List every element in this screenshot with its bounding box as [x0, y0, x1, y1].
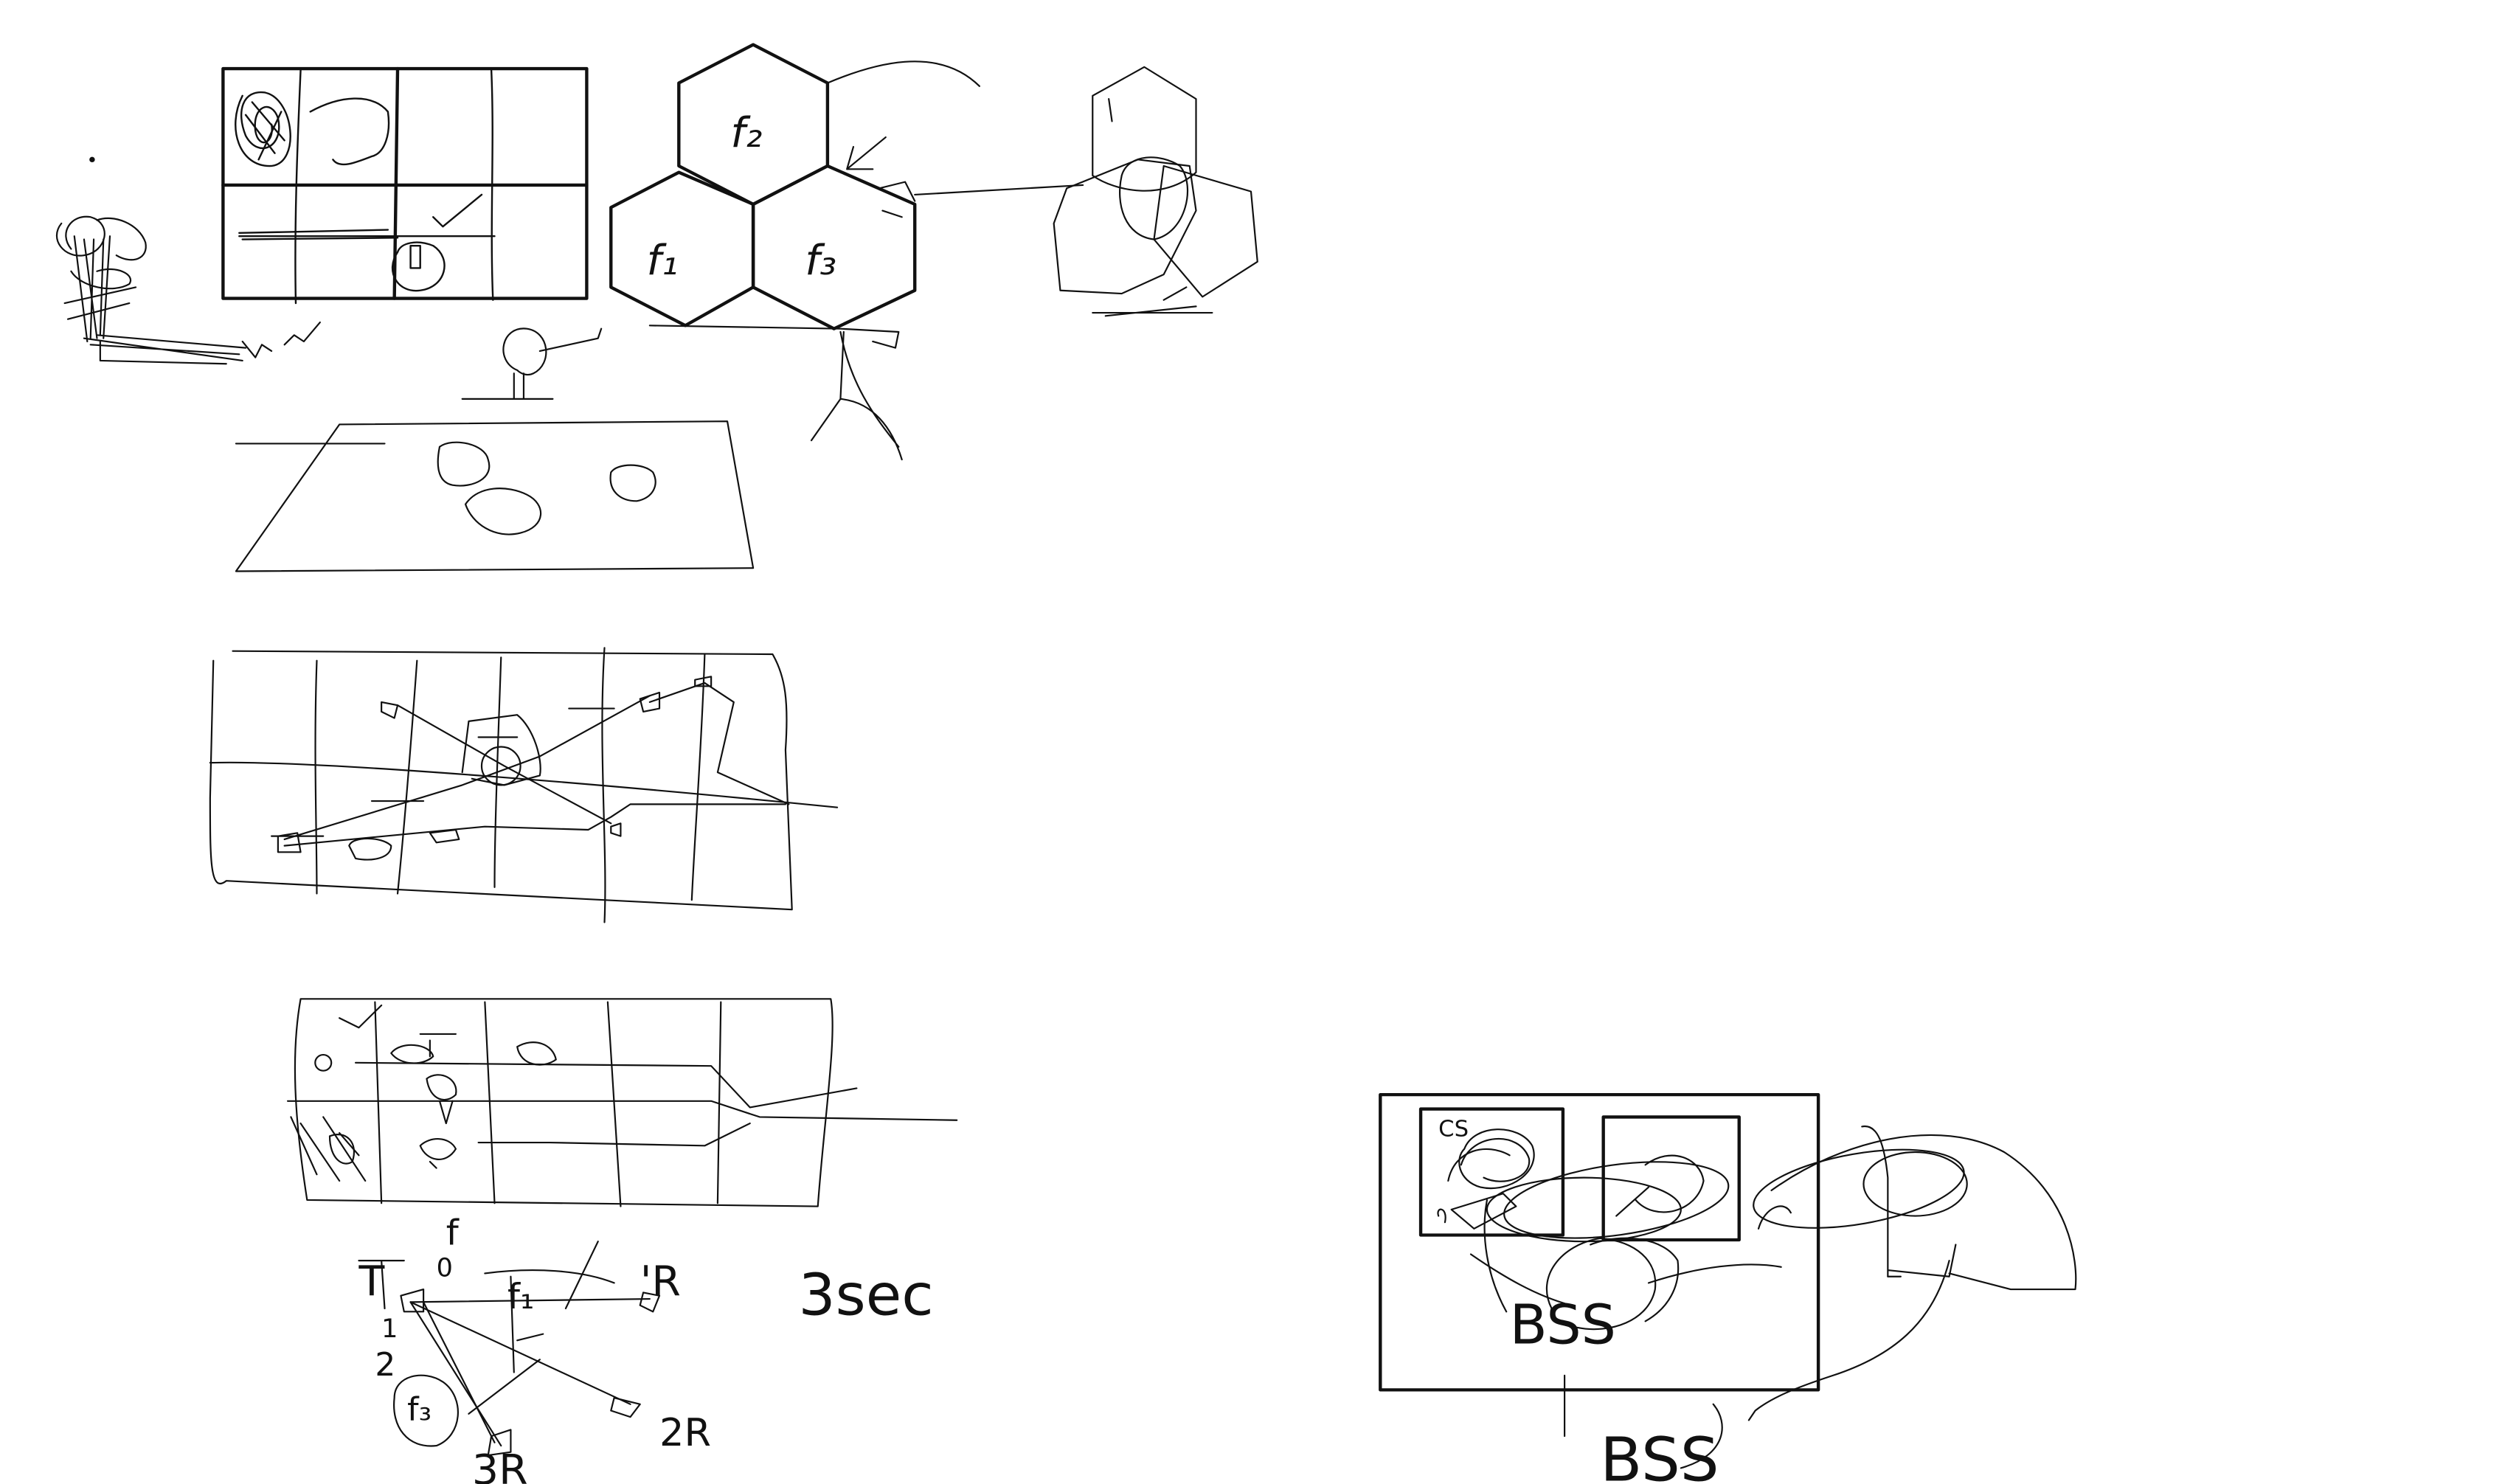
grid-node-box — [409, 244, 421, 269]
timing-1-label: 1 — [381, 1314, 398, 1344]
timing-diagram — [358, 1241, 661, 1457]
cs-label: CS — [1438, 1117, 1469, 1143]
blob — [437, 441, 491, 487]
timing-t-label: T — [358, 1258, 384, 1306]
grid-cell-scribble — [244, 101, 285, 161]
grid-arrow — [238, 229, 496, 240]
timing-3sec-label: 3sec — [798, 1262, 933, 1328]
hexagon-left — [609, 170, 755, 327]
bss-left-box — [1418, 1107, 1565, 1237]
bss-right-box — [1601, 1115, 1741, 1242]
timing-f3-label: f₃ — [407, 1392, 432, 1429]
grid-inner-line — [294, 69, 302, 305]
bss-outer-box — [1379, 1092, 1820, 1392]
hexagon-cluster — [609, 43, 917, 330]
bss-top-label: BSS — [1510, 1294, 1616, 1356]
hexagon-annotations — [648, 60, 1084, 461]
hexagon-right — [751, 164, 917, 330]
blob — [609, 464, 656, 502]
tree-sketch — [461, 327, 603, 400]
timing-r-top-label: 'R — [640, 1258, 681, 1306]
hex-top-label: f₂ — [730, 108, 762, 157]
bss-bottom-label: BSS — [1600, 1424, 1719, 1484]
timing-0-label: 0 — [437, 1254, 453, 1283]
timing-f-label: f — [446, 1213, 460, 1254]
left-figure-scribble — [56, 156, 321, 365]
warped-grid — [209, 647, 839, 923]
overlap-shapes — [1053, 66, 1258, 317]
blob — [464, 488, 542, 535]
grid-node — [391, 241, 446, 292]
timing-r-right-label: 2R — [659, 1411, 711, 1455]
blob-panel — [235, 420, 755, 572]
bss-diagram — [1379, 1092, 2077, 1469]
grid-cell-curve — [309, 97, 390, 166]
timing-2-label: 2 — [375, 1347, 395, 1384]
hex-right-label: f₃ — [805, 236, 836, 285]
timing-labels: f T 0 f₁ 'R 3sec 1 2 f₃ 2R 3R — [358, 1213, 933, 1484]
grid-mid-vertical — [392, 66, 400, 300]
grid-check — [432, 193, 483, 228]
hexagon-labels: f₂ f₁ f₃ — [646, 108, 836, 285]
timing-r-bottom-label: 3R — [472, 1446, 528, 1484]
grid-inner-line — [490, 69, 494, 301]
bss-labels: CS BSS BSS — [1438, 1117, 1719, 1484]
lower-grid — [286, 998, 958, 1207]
hex-left-label: f₁ — [646, 236, 678, 285]
grid-sketch — [221, 66, 589, 305]
timing-f1-label: f₁ — [507, 1277, 534, 1317]
grid-cell-scribble — [235, 91, 291, 167]
